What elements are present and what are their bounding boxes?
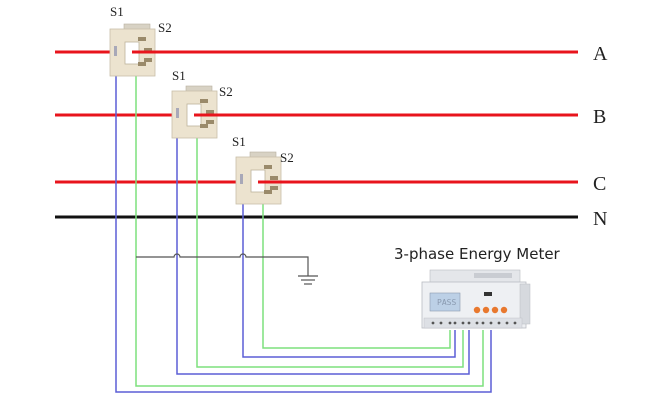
phase-label-b: B (593, 106, 606, 128)
meter-button-3 (491, 306, 499, 314)
ground-icon (298, 275, 318, 285)
meter-button-4 (500, 306, 508, 314)
ct-a-s1-label: S1 (110, 4, 124, 19)
ct-a-s2-wire (135, 72, 484, 387)
ct-c-s2-wire (262, 200, 451, 349)
ct-c (235, 151, 282, 205)
ground-connection (136, 253, 318, 285)
meter-button-2 (482, 306, 490, 314)
ct-b (171, 85, 218, 139)
ct-c-s2-label: S2 (280, 150, 294, 165)
energy-meter-icon: PASS (421, 269, 531, 329)
meter-display-text: PASS (437, 298, 456, 307)
ct-c-s1-label: S1 (232, 134, 246, 149)
energy-meter: PASS (421, 269, 531, 329)
ct-a (109, 23, 156, 77)
ct-b-s2-wire (196, 137, 464, 368)
ct-a-s2-label: S2 (158, 20, 172, 35)
current-transformer-icon (235, 151, 282, 205)
phase-label-a: A (593, 43, 608, 65)
meter-button-1 (473, 306, 481, 314)
phase-label-n: N (593, 208, 607, 230)
ct-c-s1-wire (242, 198, 456, 358)
phase-lines (55, 50, 578, 219)
phase-label-c: C (593, 173, 606, 195)
current-transformer-icon (109, 23, 156, 77)
ct-b-s1-label: S1 (172, 68, 186, 83)
ground-wire (136, 253, 309, 276)
current-transformer-icon (171, 85, 218, 139)
meter-title: 3-phase Energy Meter (394, 245, 561, 263)
ct-a-s1-wire (115, 70, 492, 393)
ct-b-s2-label: S2 (219, 84, 233, 99)
